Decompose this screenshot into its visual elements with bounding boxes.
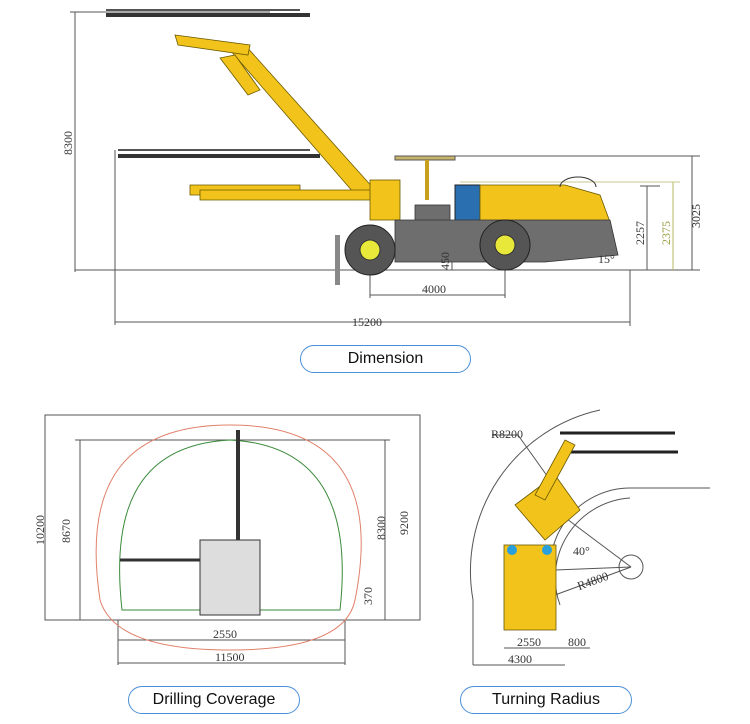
dim-width-machine: 2550 [517, 635, 541, 649]
dim-offset: 370 [361, 587, 375, 605]
turning-radius-label: Turning Radius [460, 686, 632, 714]
dim-height-inner: 8670 [59, 519, 73, 543]
dim-clearance: 800 [568, 635, 586, 649]
dim-height-max: 8300 [61, 131, 75, 155]
dim-total-width: 4300 [508, 652, 532, 666]
drilling-coverage-label: Drilling Coverage [128, 686, 300, 714]
dim-height-8300: 8300 [374, 516, 388, 540]
dim-width-machine: 2550 [213, 627, 237, 641]
dim-height-body: 2257 [633, 221, 647, 245]
coverage-view: 10200 8670 8300 9200 370 2550 11500 [33, 414, 421, 665]
dim-outer-radius: R8200 [491, 427, 523, 441]
dim-length: 15200 [352, 315, 382, 329]
side-view: 8300 15200 4000 450 3025 2257 2375 15° [61, 9, 703, 329]
dim-ground-clearance: 450 [438, 252, 452, 270]
dimension-label: Dimension [300, 345, 471, 373]
dim-width: 11500 [215, 650, 245, 664]
dim-height-roof: 3025 [689, 204, 703, 228]
dim-angle: 40° [573, 544, 590, 558]
dim-departure-angle: 15° [598, 252, 615, 266]
dim-height-9200: 9200 [397, 511, 411, 535]
dim-inner-radius: R4800 [575, 569, 610, 593]
turning-view: R8200 R4800 40° 2550 800 4300 [469, 409, 710, 666]
dim-wheelbase: 4000 [422, 282, 446, 296]
dim-height-canopy: 2375 [659, 221, 673, 245]
dim-height-outer: 10200 [33, 515, 47, 545]
